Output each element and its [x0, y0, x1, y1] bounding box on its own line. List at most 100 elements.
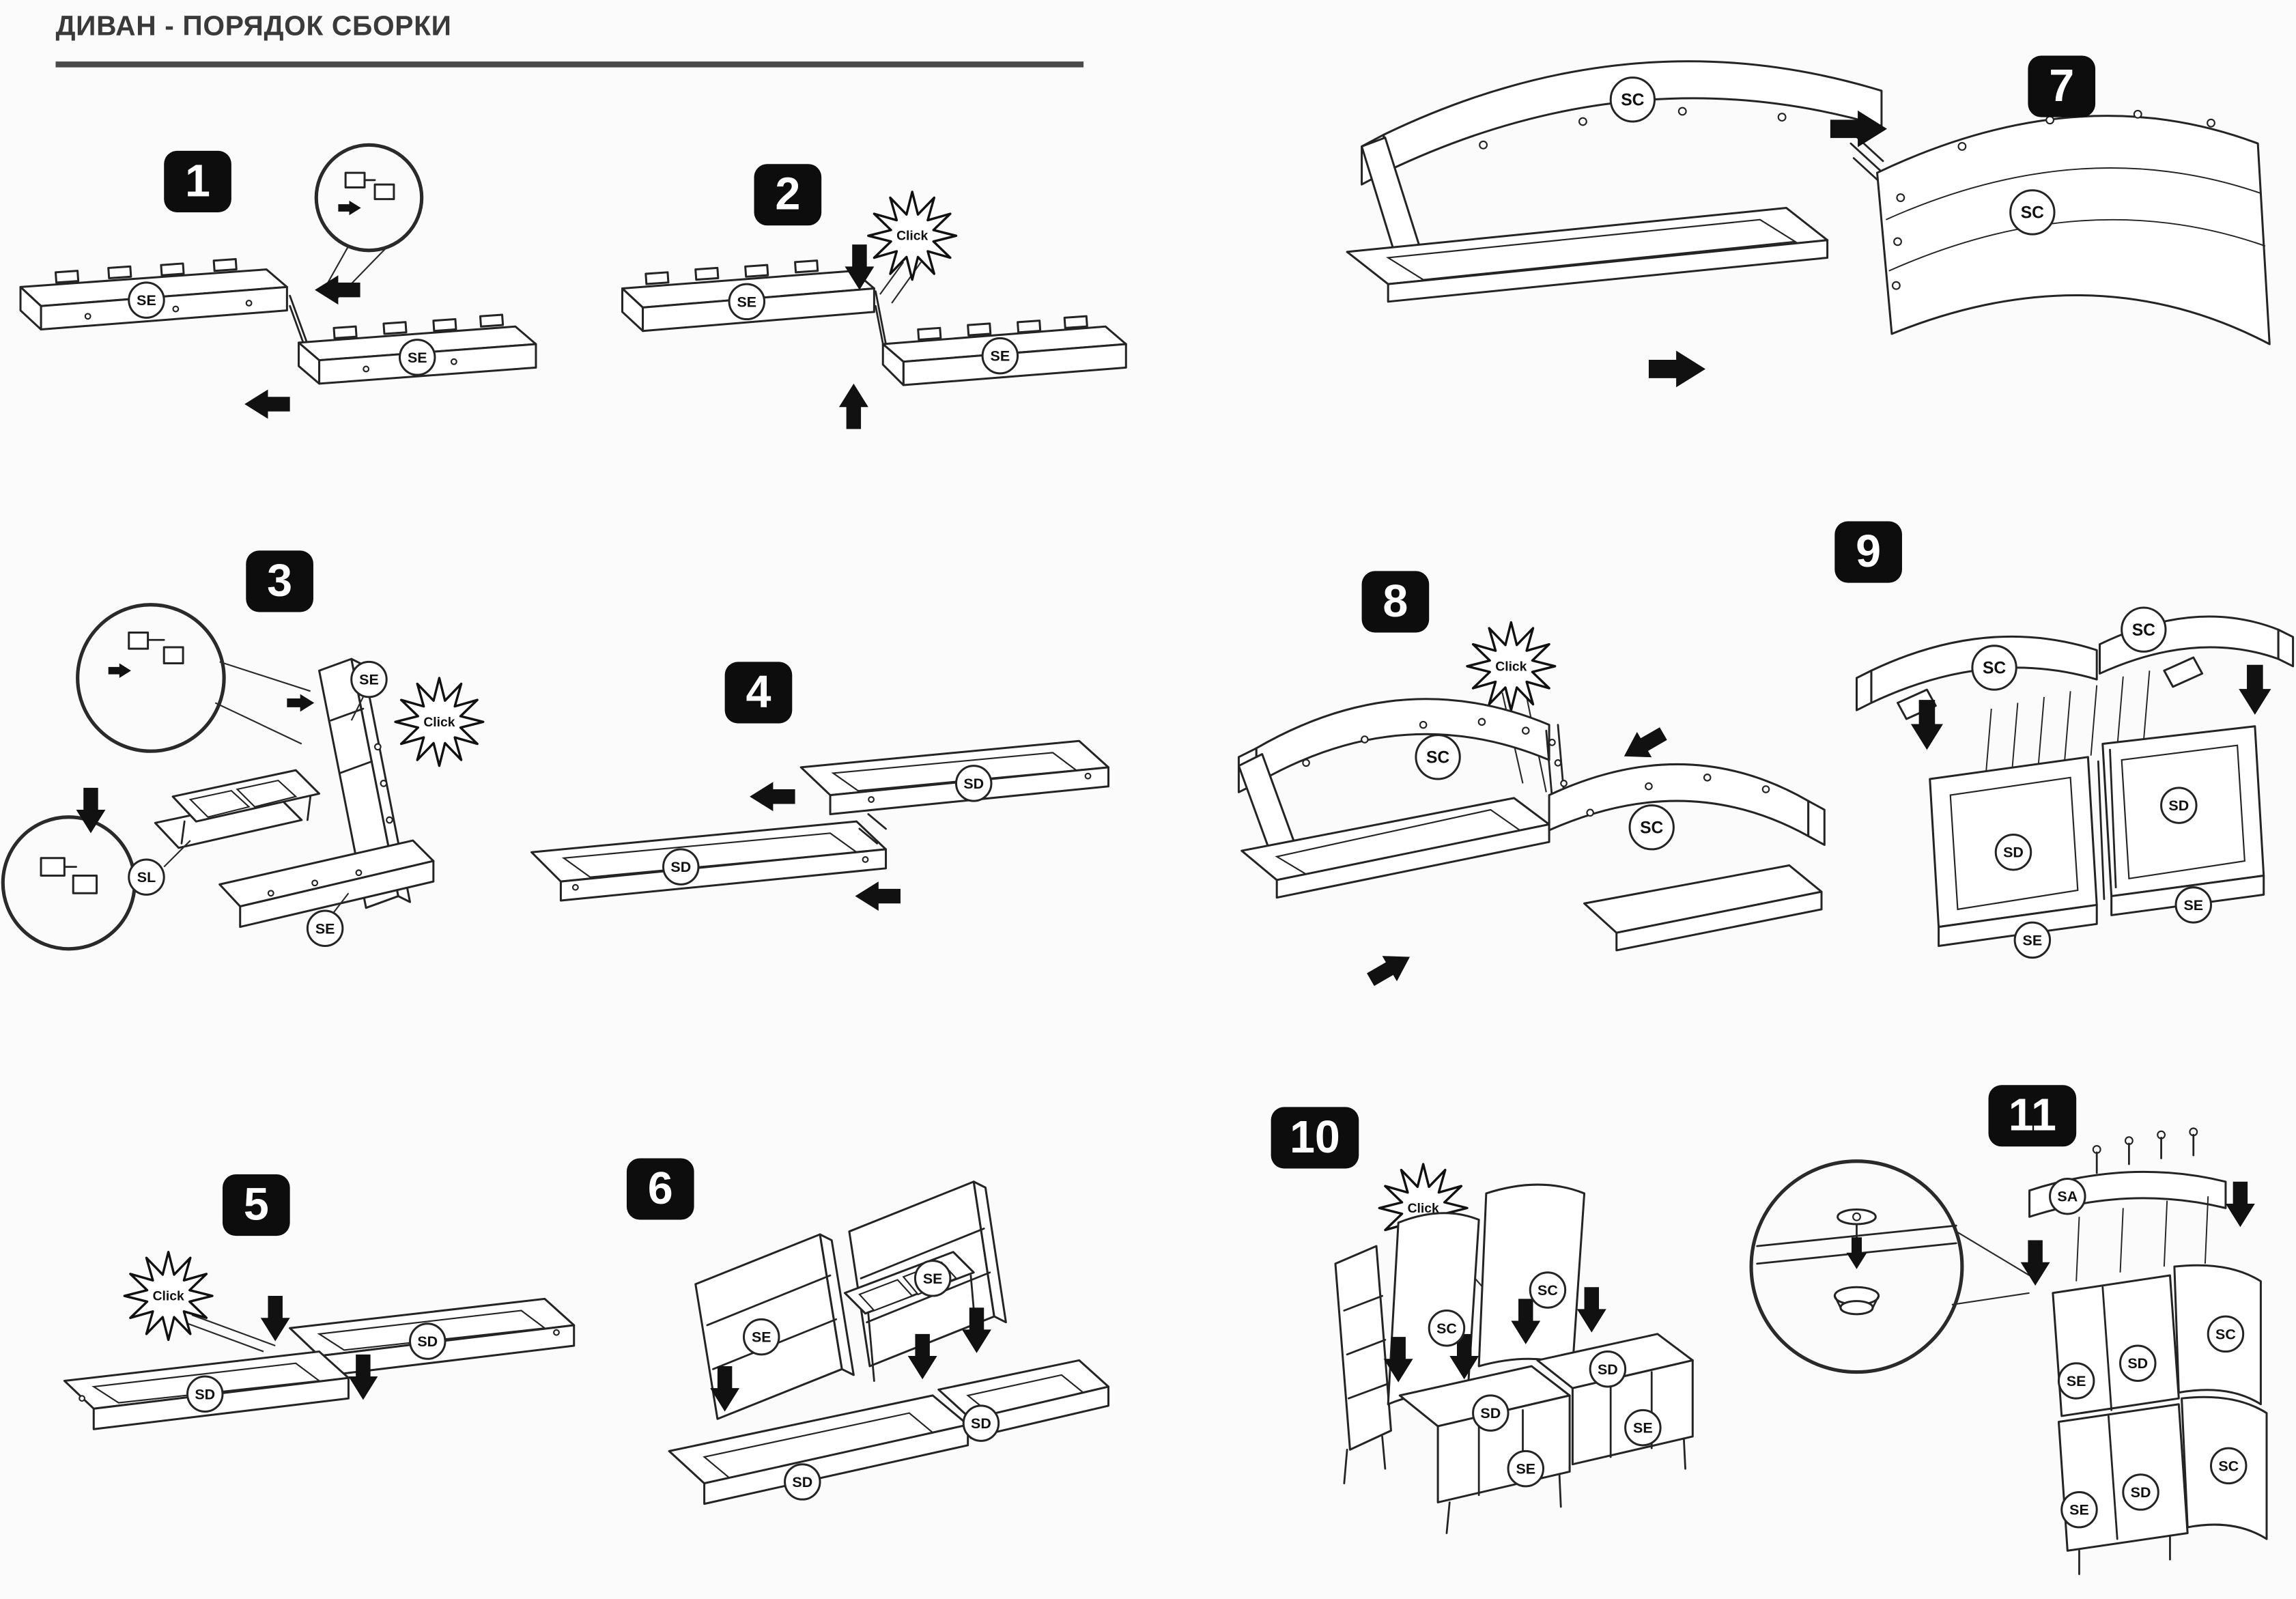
page-title: ДИВАН - ПОРЯДОК СБОРКИ [55, 12, 452, 43]
part-label: SD [784, 1463, 821, 1501]
step-7-drawing: SC SC [1346, 60, 2271, 388]
click-label: Click [896, 229, 928, 244]
part-label-text: SE [2067, 1373, 2086, 1389]
step-4-drawing: SD SD [530, 739, 1110, 911]
part-label-text: SE [923, 1271, 943, 1287]
part-label: SD [662, 848, 700, 886]
click-burst: Click [394, 677, 485, 767]
back-panel-right [1477, 1183, 1586, 1368]
part-label: SE [2174, 886, 2212, 924]
part-label-text: SD [2127, 1355, 2148, 1372]
magnifier-detail [314, 143, 424, 300]
step-7-badge: 7 [2028, 55, 2096, 117]
part-label: SD [2119, 1344, 2157, 1382]
part-label: SC [2121, 606, 2167, 653]
arrow-icon [1363, 944, 1417, 993]
title-underline [55, 61, 1084, 67]
step-3-badge: 3 [246, 550, 313, 612]
seat-box-left [1398, 1365, 1571, 1534]
arrow-icon [1846, 1237, 1867, 1269]
part-label-text: SE [408, 350, 427, 366]
arrow-icon [2225, 1181, 2255, 1228]
part-label-text: SE [359, 672, 379, 688]
arrow-icon [1576, 1287, 1606, 1333]
part-label: SC [1609, 76, 1656, 123]
part-label-text: SE [1516, 1461, 1535, 1477]
part-label: SC [1529, 1271, 1567, 1309]
part-label-text: SD [670, 859, 691, 875]
arrow-icon [287, 694, 315, 712]
part-label-text: SD [2168, 797, 2189, 814]
part-label-text: SE [991, 348, 1010, 365]
magnifier-detail [76, 603, 311, 753]
part-label-text: SC [1983, 660, 2006, 678]
step-8-badge: 8 [1361, 571, 1430, 633]
step-6-badge: 6 [626, 1158, 694, 1220]
step-9-badge: 9 [1834, 521, 1902, 583]
arrow-icon [260, 1296, 290, 1342]
step-8-drawing: Click SC SC [1237, 621, 1826, 993]
magnifier-detail-2 [1, 815, 137, 951]
arrow-icon [750, 782, 795, 812]
step-2-badge: 2 [754, 164, 822, 226]
part-label: SE [2060, 1490, 2098, 1529]
part-label-text: SD [1598, 1361, 1618, 1378]
part-label-text: SE [137, 292, 156, 309]
part-label-text: SE [2069, 1502, 2089, 1518]
step-11-badge: 11 [1988, 1085, 2077, 1147]
part-label-text: SC [2218, 1458, 2239, 1474]
part-label: SE [350, 660, 388, 698]
back-panel-upright [318, 657, 412, 909]
frame-right [799, 739, 1110, 815]
part-label-text: SC [1436, 1320, 1457, 1337]
part-label-text: SD [1480, 1405, 1501, 1421]
part-label-text: SC [1640, 819, 1663, 837]
step-11-drawing: SA SC SE SD SC SE SD [1749, 1127, 2268, 1575]
step-10-badge: 10 [1271, 1107, 1359, 1169]
part-label: SC [1415, 734, 1461, 780]
part-label: SC [2209, 1447, 2248, 1485]
part-label-text: SL [137, 869, 156, 886]
click-burst: Click [1466, 621, 1557, 711]
part-label-text: SC [2021, 204, 2044, 223]
base-frame-right [937, 1359, 1110, 1439]
click-burst: Click [867, 190, 958, 281]
part-label: SE [128, 281, 165, 319]
arrow-icon [2020, 1240, 2050, 1286]
bracket-frame [154, 769, 321, 849]
part-label: SD [1472, 1394, 1510, 1432]
arrow-icon [838, 383, 868, 429]
part-label-text: SE [1633, 1420, 1653, 1437]
part-label-text: SE [737, 294, 756, 310]
part-label: SD [409, 1322, 447, 1360]
part-label-text: SC [1537, 1282, 1558, 1299]
back-sheet-right [1876, 109, 2271, 345]
arrow-icon [315, 275, 360, 305]
panel-bottom [218, 839, 435, 929]
step-1-badge: 1 [164, 150, 231, 212]
back-module-left [1346, 60, 1883, 303]
arrow-icon [338, 200, 361, 216]
part-label: SD [1589, 1350, 1627, 1388]
arrow-icon [244, 389, 290, 419]
part-label-text: SE [2183, 897, 2203, 914]
click-burst: Click [123, 1251, 214, 1342]
arrow-icon [2239, 664, 2271, 715]
part-label: SE [913, 1260, 952, 1297]
part-label: SL [128, 858, 165, 896]
part-label-text: SD [417, 1333, 438, 1350]
part-label-text: SD [792, 1474, 812, 1490]
part-label: SE [728, 283, 766, 321]
back-band-right [1548, 763, 1826, 952]
part-label-text: SE [2023, 932, 2043, 948]
part-label-text: SD [971, 1415, 991, 1432]
arrow-icon [855, 881, 901, 911]
part-label: SD [2160, 787, 2198, 824]
panel-left [19, 258, 288, 331]
base-frame-left [668, 1394, 969, 1505]
part-label-text: SC [2215, 1326, 2236, 1342]
part-label: SD [954, 765, 993, 802]
click-label: Click [423, 716, 455, 730]
click-label: Click [1408, 1202, 1439, 1216]
